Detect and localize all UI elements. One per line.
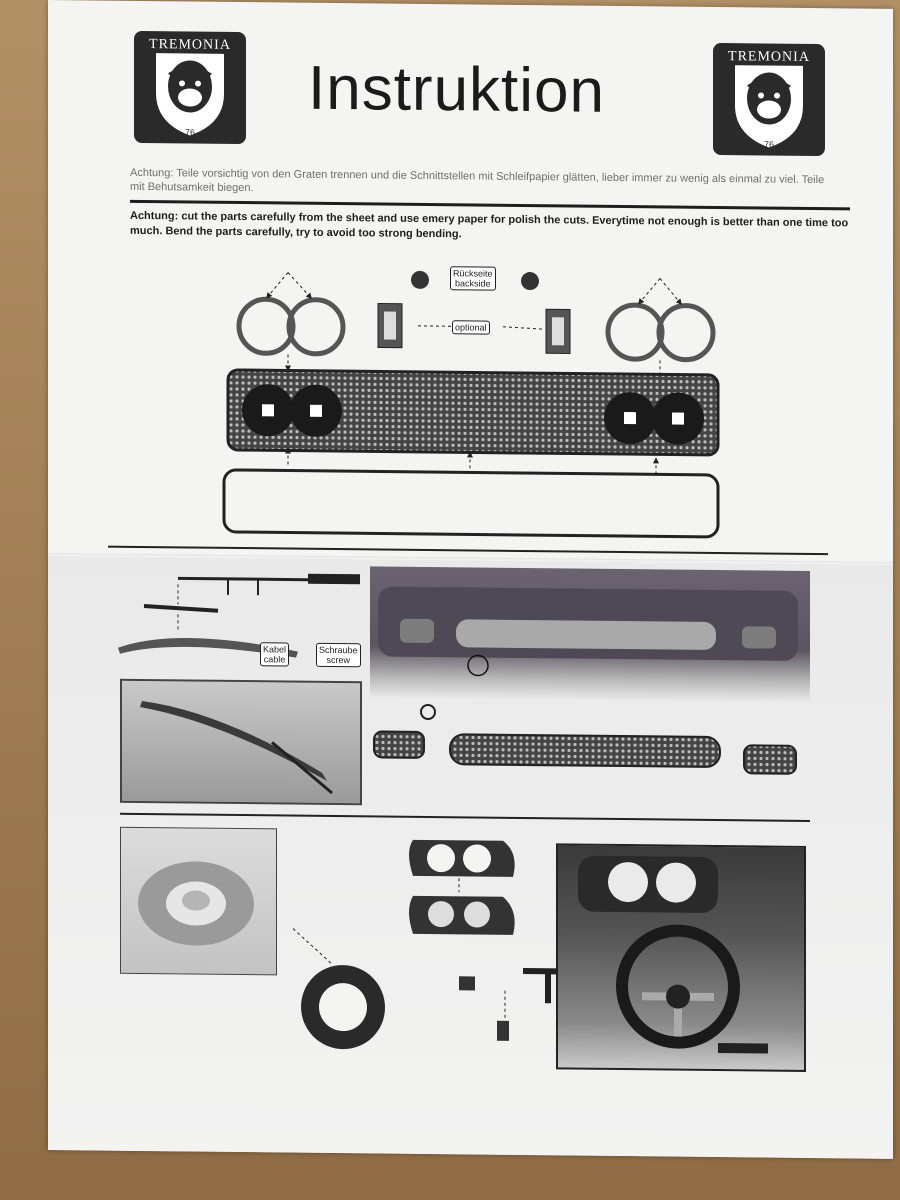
monkey-shield-icon	[156, 53, 224, 136]
tremonia-logo-right: TREMONIA 76	[713, 42, 825, 157]
grille-diagram	[222, 270, 720, 539]
wiper-photo	[120, 678, 362, 806]
note-german: Achtung: Teile vorsichtig von den Graten…	[130, 166, 825, 195]
note-english: Achtung: cut the parts carefully from th…	[130, 209, 849, 241]
headlight-ring-right	[605, 302, 716, 363]
brake-disc-photo	[120, 826, 277, 976]
monkey-shield-icon	[735, 65, 803, 148]
small-disc-left	[411, 270, 429, 289]
label-optional: optional	[452, 320, 490, 335]
instruction-sheet: TREMONIA 76 TREMONIA 76 Instruktion Acht…	[48, 0, 893, 1159]
logo-text: TREMONIA	[149, 37, 231, 53]
grille-frame-outline	[222, 468, 720, 539]
header-rule	[130, 199, 850, 211]
bumper-mesh-parts	[373, 703, 797, 775]
logo-number: 76	[763, 139, 774, 150]
tremonia-logo-left: TREMONIA 76	[134, 30, 246, 145]
headlight-ring-left	[236, 296, 346, 357]
dashboard-parts-diagram	[292, 839, 573, 1050]
grille-mesh-part	[226, 368, 720, 457]
logo-number: 76	[184, 127, 195, 138]
cockpit-photo	[556, 843, 806, 1072]
page-title: Instruktion	[308, 53, 606, 126]
wiper-diagram	[118, 573, 360, 658]
small-disc-right	[521, 272, 539, 291]
logo-text: TREMONIA	[728, 49, 810, 65]
bumper-photo	[370, 566, 810, 703]
